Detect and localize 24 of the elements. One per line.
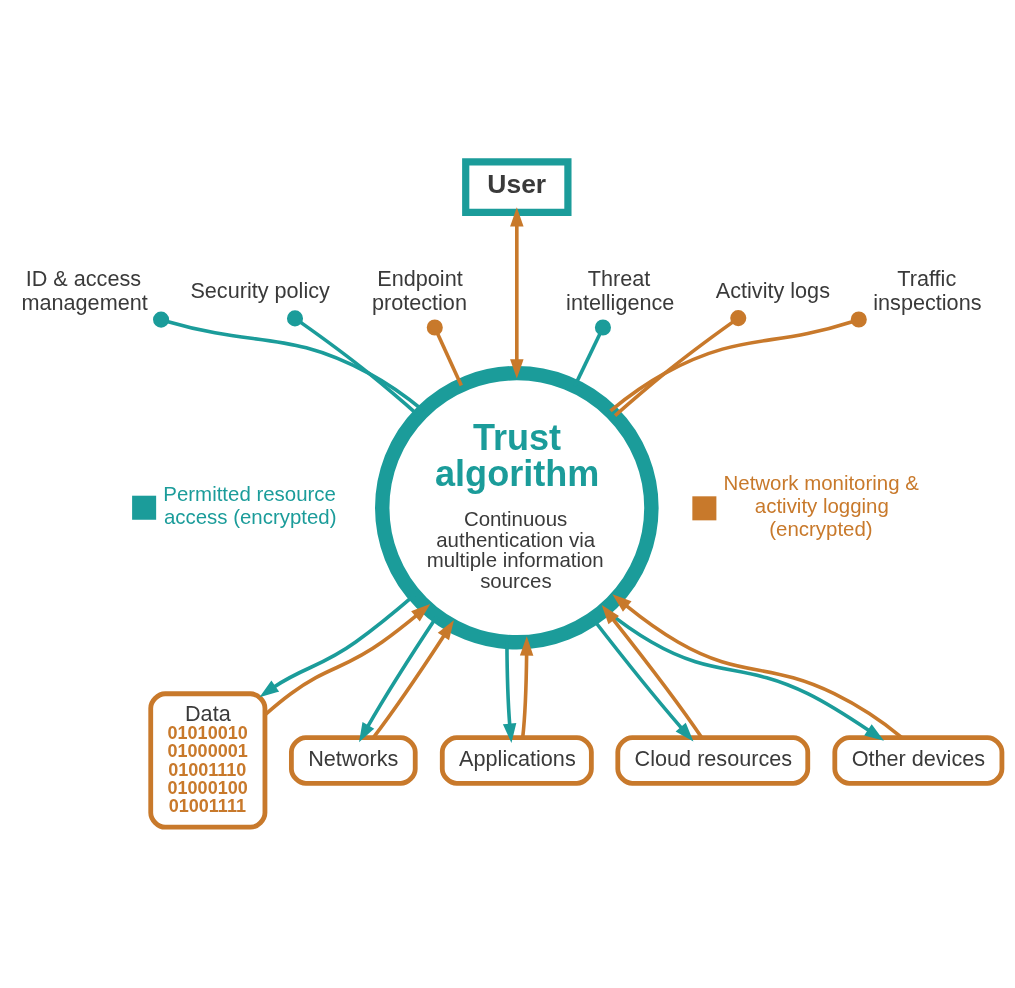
node-circle: Trust algorithm Continuous authentication via multiple information sources	[375, 365, 659, 650]
node-box: Cloud resources	[615, 734, 811, 786]
node-box: User	[462, 157, 572, 216]
arrow	[510, 206, 524, 379]
node-text: Traffic inspections	[873, 265, 982, 315]
connector	[426, 318, 463, 386]
node-text: Activity logs	[715, 277, 830, 303]
connector	[613, 309, 747, 417]
node-text: Threat intelligence	[566, 265, 675, 315]
arrow	[264, 603, 431, 716]
arrow	[372, 619, 454, 738]
node-text: ID & access management	[21, 265, 148, 315]
node-box: Applications	[439, 734, 594, 786]
node-box: Other devices	[832, 734, 1005, 786]
connector	[609, 310, 867, 412]
node-box: Data 01010010 01000001 01001110 01000100 01001111	[148, 690, 268, 830]
node-text: Security policy	[190, 277, 330, 303]
node-box: Networks	[289, 734, 418, 786]
arrow	[612, 593, 903, 739]
node-text: Endpoint protection	[371, 265, 467, 315]
legend-label: Network monitoring & activity logging (encrypted)	[723, 471, 919, 540]
legend-label: Permitted resource access (encrypted)	[163, 482, 337, 528]
arrow	[519, 635, 534, 738]
arrow	[601, 604, 704, 739]
